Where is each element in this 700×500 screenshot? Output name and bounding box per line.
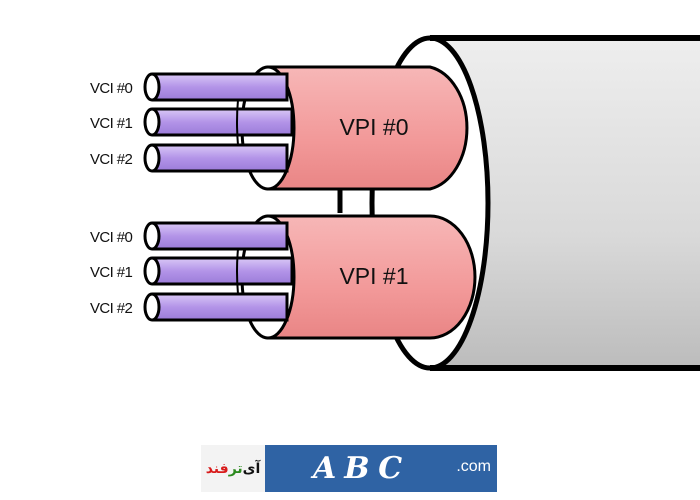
watermark-persian-part2: تر [228,460,243,477]
vci-wire-1-0 [143,221,289,251]
vci-label-1-1: VCI #1 [90,264,133,281]
vpi-label-0: VPI #0 [339,114,408,140]
vci-label-0-1: VCI #1 [90,115,133,132]
watermark-persian-part1: آی [242,460,261,477]
vci-label-1-0: VCI #0 [90,229,133,246]
vci-wire-0-0 [143,72,289,102]
watermark-banner: ABC .com [265,445,497,492]
watermark-letters: ABC [313,451,411,486]
vci-label-1-2: VCI #2 [90,300,133,317]
wire-bundle-edge [236,248,239,295]
wire-bundle-edge [236,99,239,146]
watermark-logo: آی تر فند ABC .com [201,445,497,492]
watermark-domain: .com [456,458,491,475]
watermark-persian-part3: فند [205,460,229,477]
vci-wire-1-1 [143,256,294,286]
watermark-persian-text: آی تر فند [201,445,265,492]
vci-label-0-0: VCI #0 [90,80,133,97]
vci-wire-1-2 [143,292,289,322]
vci-label-0-2: VCI #2 [90,151,133,168]
vpi-label-1: VPI #1 [339,263,408,289]
vci-wire-0-1 [143,107,294,137]
vci-wire-0-2 [143,143,289,173]
